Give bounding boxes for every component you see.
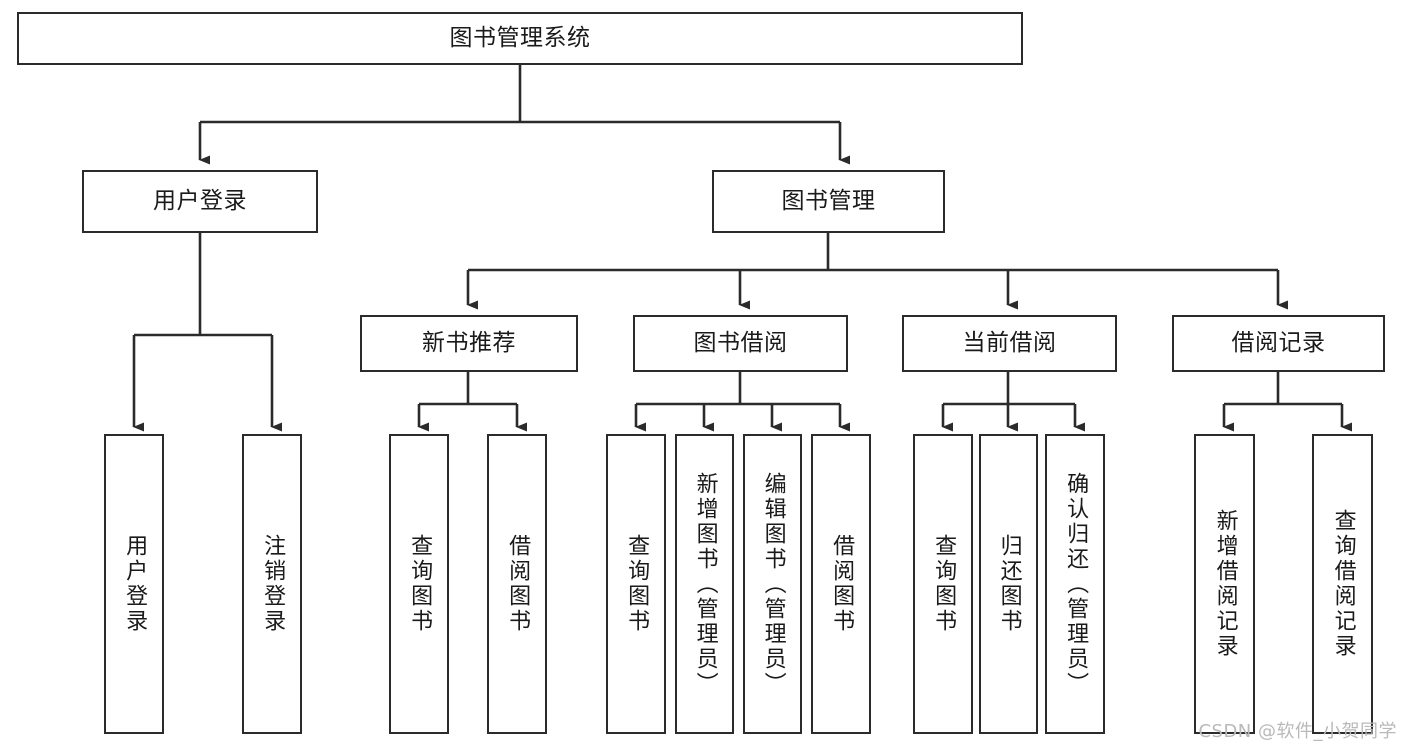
leaf-current-borrow-1[interactable]: 归还图书 — [979, 434, 1038, 734]
node-label: 借阅记录 — [1231, 329, 1326, 356]
node-label: 查询借阅记录 — [1330, 509, 1356, 659]
node-label: 新增借阅记录 — [1212, 509, 1238, 659]
node-new-book-recommend[interactable]: 新书推荐 — [360, 315, 578, 372]
leaf-book-borrow-3[interactable]: 借阅图书 — [811, 434, 871, 734]
node-label: 借阅图书 — [505, 534, 531, 634]
node-label: 新增图书（管理员） — [692, 471, 718, 697]
leaf-user-login-1[interactable]: 注销登录 — [242, 434, 302, 734]
node-label: 确认归还（管理员） — [1063, 471, 1089, 697]
node-label: 借阅图书 — [829, 534, 855, 634]
node-label: 注销登录 — [260, 534, 286, 634]
node-label: 当前借阅 — [962, 329, 1057, 356]
node-book-borrow[interactable]: 图书借阅 — [633, 315, 848, 372]
node-label: 图书管理 — [781, 187, 876, 214]
leaf-book-borrow-1[interactable]: 新增图书（管理员） — [675, 434, 734, 734]
leaf-current-borrow-0[interactable]: 查询图书 — [913, 434, 973, 734]
leaf-book-borrow-2[interactable]: 编辑图书（管理员） — [743, 434, 802, 734]
leaf-borrow-record-1[interactable]: 查询借阅记录 — [1312, 434, 1373, 734]
node-borrow-record[interactable]: 借阅记录 — [1172, 315, 1385, 372]
leaf-borrow-record-0[interactable]: 新增借阅记录 — [1194, 434, 1255, 734]
node-book-management[interactable]: 图书管理 — [712, 170, 945, 233]
node-label: 查询图书 — [407, 534, 433, 634]
leaf-new-book-recommend-0[interactable]: 查询图书 — [389, 434, 449, 734]
node-label: 图书借阅 — [693, 329, 788, 356]
leaf-new-book-recommend-1[interactable]: 借阅图书 — [487, 434, 547, 734]
node-book-management-system[interactable]: 图书管理系统 — [17, 12, 1023, 65]
node-label: 图书管理系统 — [449, 24, 591, 51]
node-label: 编辑图书（管理员） — [760, 471, 786, 697]
leaf-current-borrow-2[interactable]: 确认归还（管理员） — [1045, 434, 1105, 734]
node-label: 用户登录 — [122, 534, 148, 634]
leaf-book-borrow-0[interactable]: 查询图书 — [606, 434, 666, 734]
node-label: 查询图书 — [624, 534, 650, 634]
node-label: 用户登录 — [153, 187, 247, 214]
node-current-borrow[interactable]: 当前借阅 — [902, 315, 1117, 372]
leaf-user-login-0[interactable]: 用户登录 — [104, 434, 164, 734]
node-label: 归还图书 — [996, 534, 1022, 634]
node-label: 查询图书 — [931, 534, 957, 634]
node-user-login[interactable]: 用户登录 — [82, 170, 318, 233]
node-label: 新书推荐 — [422, 329, 516, 356]
watermark-text: CSDN @软件_小贺同学 — [1198, 721, 1397, 742]
